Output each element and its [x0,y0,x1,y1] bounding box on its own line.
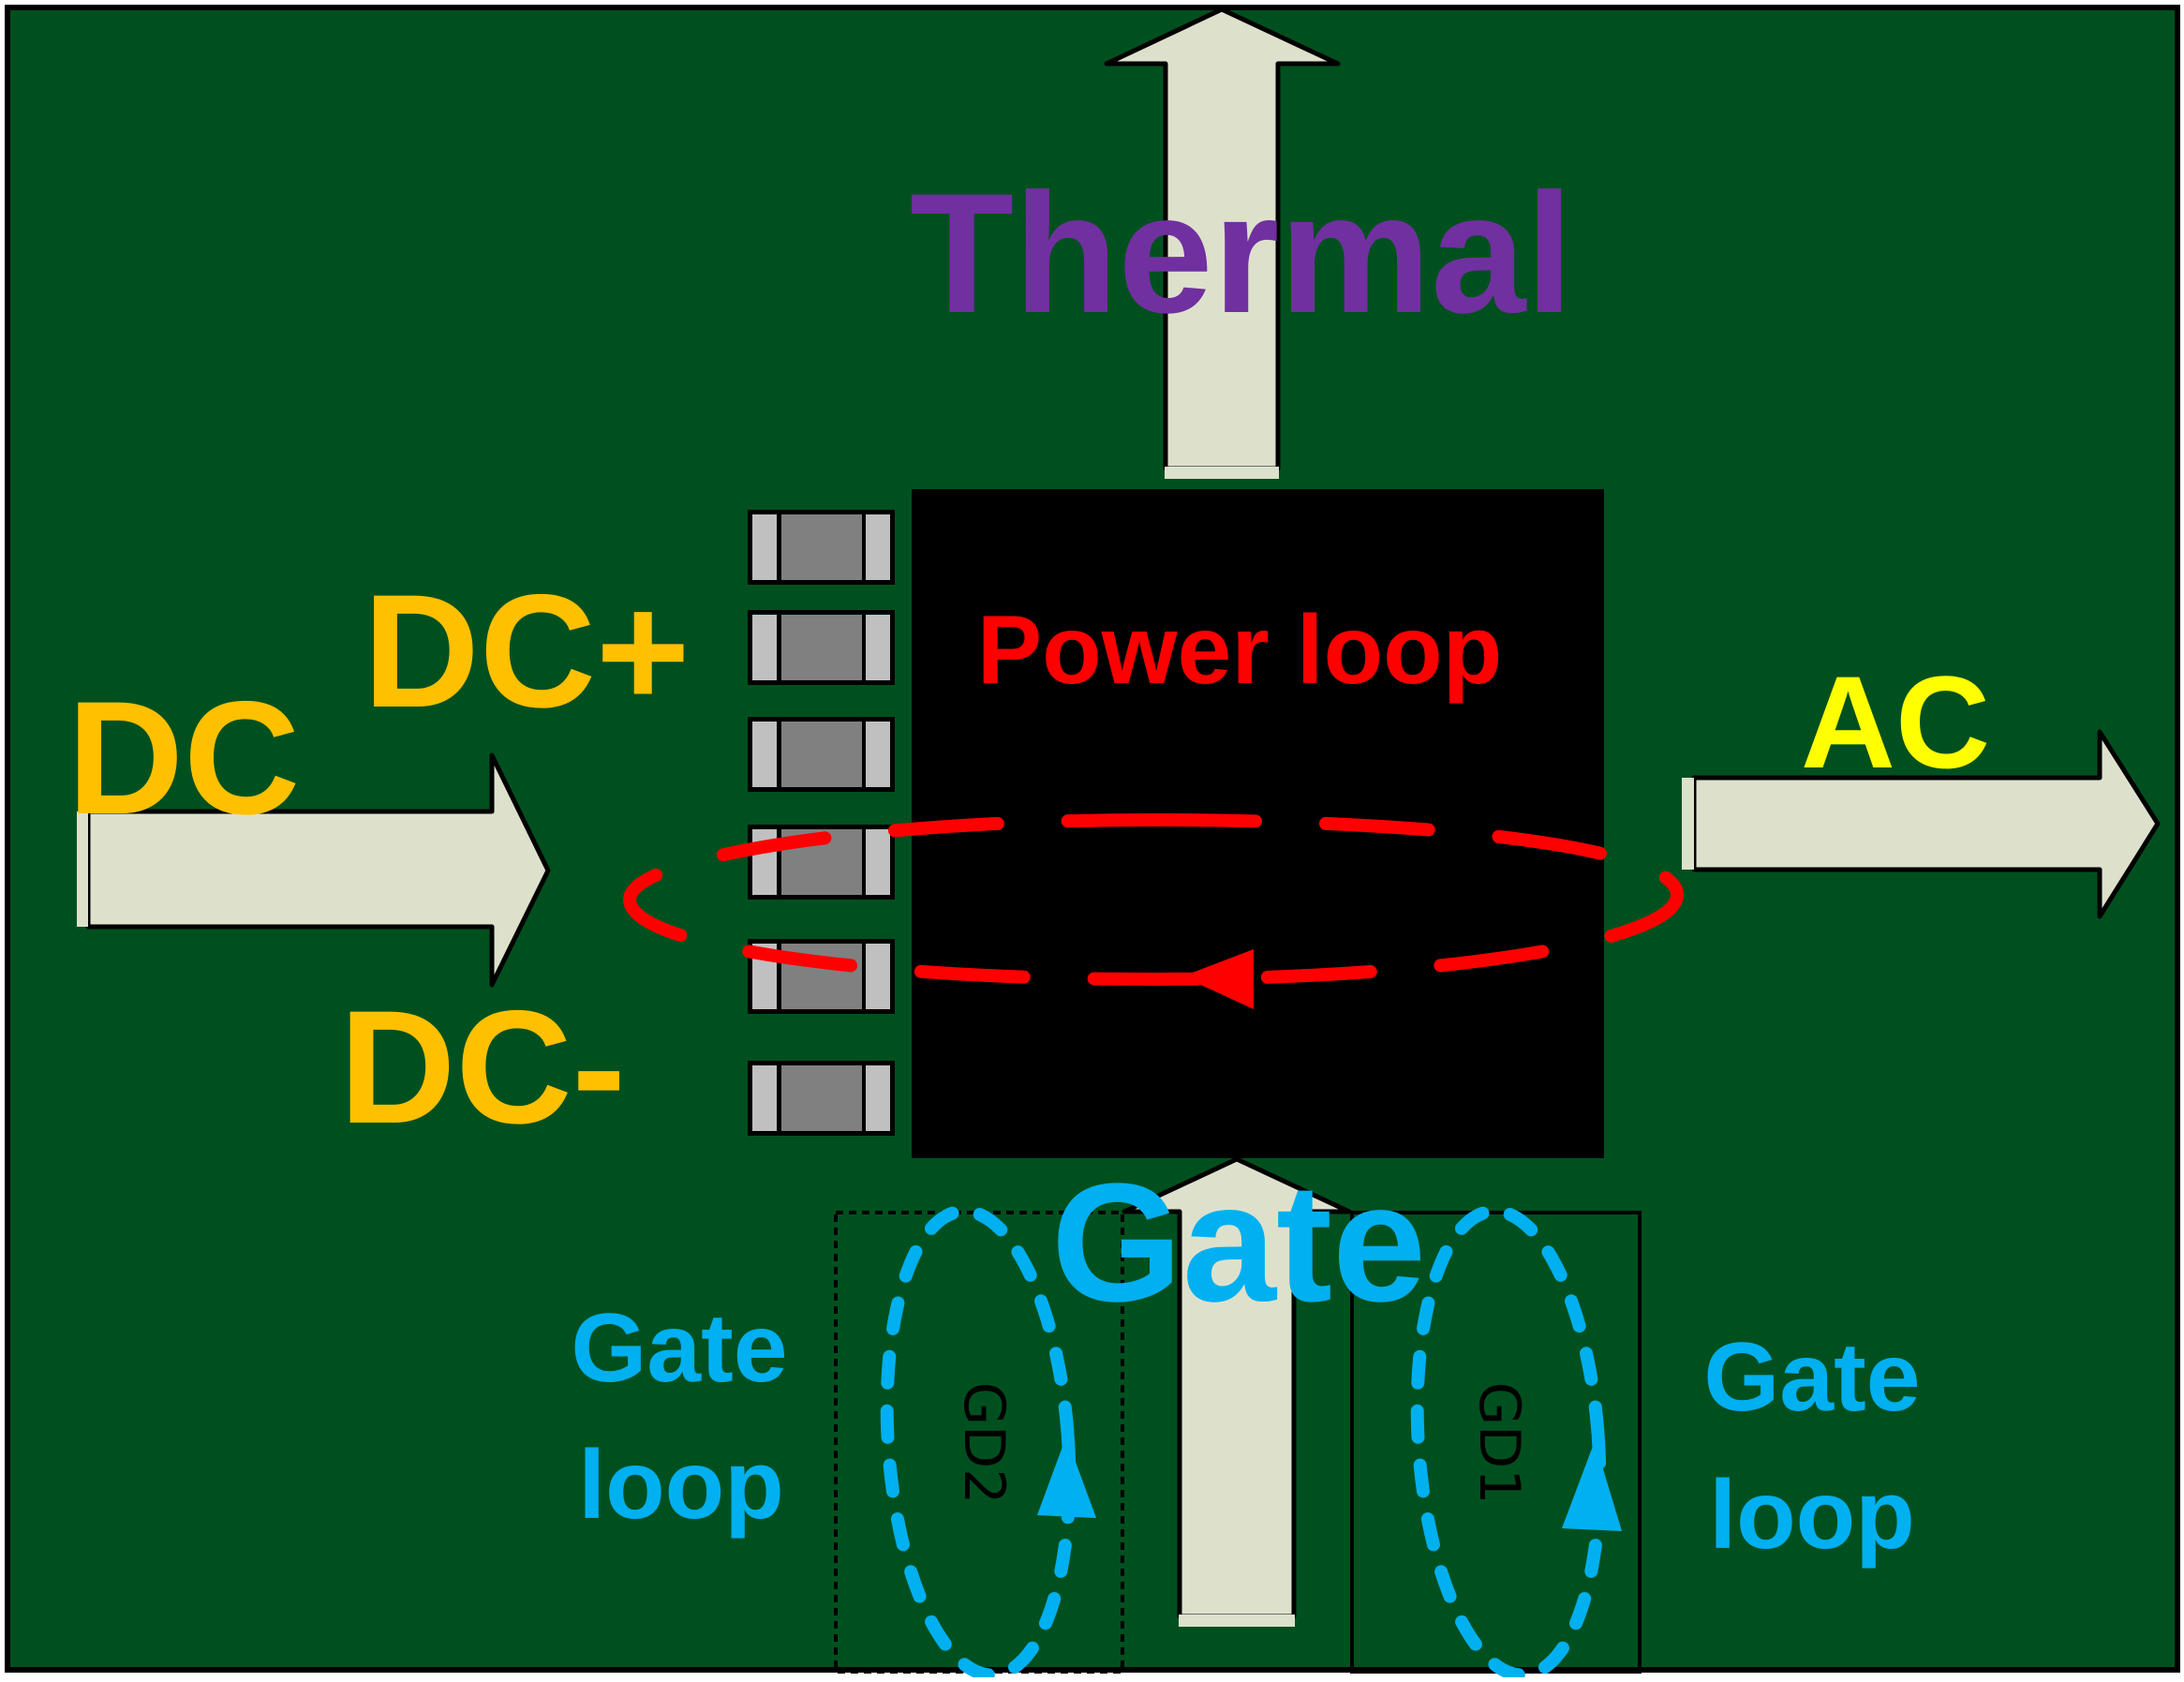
gate-loop-left-line2: loop [578,1431,783,1540]
capacitor-pad-right [866,944,890,1009]
capacitor-body [781,615,862,680]
dc-plus-label: DC+ [364,561,691,741]
capacitor-body [781,514,862,580]
capacitor [748,510,895,585]
capacitor-body [781,1065,862,1131]
capacitor-pad-left [752,1065,777,1131]
ac-label: AC [1801,648,1990,796]
power-loop-label: Power loop [977,596,1502,705]
capacitor [748,610,895,685]
capacitor [748,1061,895,1136]
power-loop-path [622,812,1685,987]
capacitor-pad-right [866,1065,890,1131]
capacitor-bank [748,510,895,1136]
gate-loop-gd2 [880,1204,1096,1682]
ac-arrow-base [1682,778,1694,870]
gate-loop-gd1 [1410,1204,1622,1682]
capacitor-pad-left [752,615,777,680]
gate-loop-gd1-path [1410,1204,1607,1682]
dc-label: DC [67,668,300,848]
gate-label: Gate [1051,1149,1426,1337]
capacitor-pad-right [866,615,890,680]
dc-arrow-base [77,811,88,927]
dc-minus-label: DC- [339,977,626,1157]
capacitor [748,717,895,792]
gate-loop-gd2-path [880,1204,1077,1682]
gate-driver-gd2-box [834,1211,1124,1674]
gate-loop-gd1-arrow-icon [1562,1441,1622,1531]
ac-arrow [1691,729,2161,919]
gd2-label: GD2 [951,1382,1017,1505]
power-loop-arrow-icon [1182,949,1254,1009]
capacitor-body [781,722,862,787]
gate-loop-left-line1: Gate [571,1294,787,1403]
capacitor-pad-right [866,514,890,580]
gate-arrow-base [1179,1615,1295,1627]
capacitor-pad-right [866,829,890,895]
power-loop [622,812,1685,1009]
capacitor-pad-left [752,722,777,787]
thermal-arrow-base [1165,467,1279,479]
gate-loop-gd2-arrow-icon [1037,1436,1096,1518]
gate-loop-right-line1: Gate [1703,1323,1920,1432]
dc-arrow [85,752,551,988]
gd1-label: GD1 [1466,1382,1532,1505]
thermal-label: Thermal [910,157,1573,349]
gate-loop-right-line2: loop [1709,1461,1914,1570]
capacitor-pad-right [866,722,890,787]
capacitor-pad-left [752,514,777,580]
